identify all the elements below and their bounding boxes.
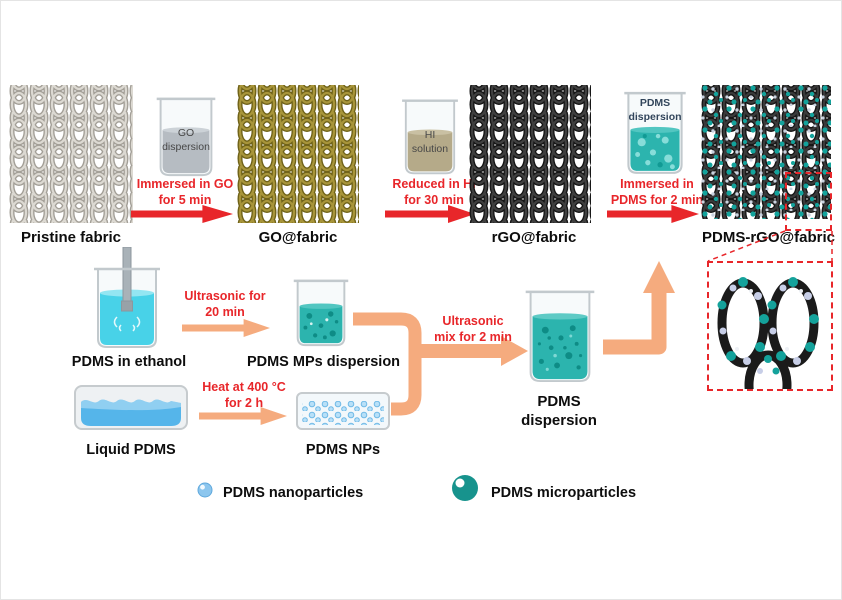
beaker-icon [293,279,349,347]
hi-solution-beaker [397,97,463,177]
ultrasonic-20-arrow-icon [182,319,270,337]
legend-nano-label: PDMS nanoparticles [223,485,364,501]
pdms-dispersion-main-label: PDMS dispersion [521,393,597,429]
legend-nano-icon [197,482,213,498]
zoom-inset-illustration [717,277,819,389]
pristine-fabric-illustration [9,85,133,223]
knit-fabric-icon [469,85,591,223]
step3-text: Immersed in PDMS for 2 min [610,177,704,207]
legend-micro-label: PDMS microparticles [491,485,637,501]
step2-arrow-icon [385,205,475,223]
go-beaker-label: GO dispersion [162,127,210,153]
zoom-inset-box [707,261,833,391]
pdms-rgo-fabric-illustration [701,85,831,219]
go-fabric-label: GO@fabric [258,229,338,246]
tray-icon [296,392,390,430]
beaker-icon [402,99,458,175]
go-dispersion-beaker [151,95,221,179]
ultrasonic-mix-text: Ultrasonic mix for 2 min [434,314,512,344]
hi-beaker-label: HI solution [411,129,449,155]
beaker-with-sonicator-icon [94,247,160,348]
knit-fabric-icon [9,85,133,223]
ultrasonic-20-text: Ultrasonic for 20 min [184,289,266,319]
pdms-beaker-top-label: PDMS dispersion [628,97,682,123]
heat-arrow-icon [199,407,287,425]
mps-dispersion-label: PDMS MPs dispersion [246,354,401,370]
heat-text: Heat at 400 °C for 2 h [202,380,286,410]
step3-arrow-icon [607,205,699,223]
pdms-nps-label: PDMS NPs [305,442,381,458]
pdms-dispersion-beaker-top [619,89,691,177]
zoom-connector-lines [701,227,841,265]
zoom-source-box [785,172,832,231]
merge-bracket-arrow-icon [351,309,529,421]
beaker-icon [525,290,595,383]
knit-fabric-icon [237,85,359,223]
ethanol-beaker [89,247,165,351]
rgo-fabric-label: rGO@fabric [491,229,577,246]
pristine-fabric-label: Pristine fabric [20,229,122,246]
go-fabric-illustration [237,85,359,223]
tray-icon [74,385,188,430]
pdms-dispersion-beaker-main [521,287,599,385]
step1-text: Immersed in GO for 5 min [136,177,234,207]
elbow-up-arrow-icon [599,257,691,361]
beaker-icon [156,97,216,177]
liquid-pdms-label: Liquid PDMS [86,442,176,458]
mps-dispersion-beaker [289,277,353,349]
legend-micro-icon [451,474,479,502]
knit-fabric-icon [701,85,831,219]
step1-arrow-icon [131,205,233,223]
pdms-nps-tray [295,389,391,433]
ethanol-label: PDMS in ethanol [71,354,187,370]
beaker-icon [624,91,686,174]
pdms-rgo-fabric-label: PDMS-rGO@fabric [702,229,835,246]
rgo-fabric-illustration [469,85,591,223]
liquid-pdms-tray [73,381,189,433]
